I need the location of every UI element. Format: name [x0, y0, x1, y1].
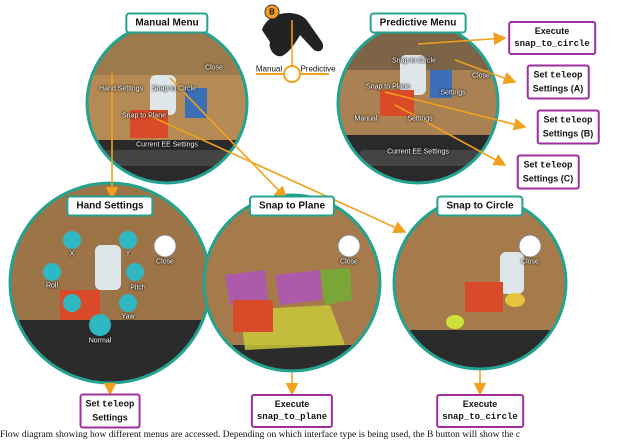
set-c-line1: Set teleop [523, 159, 574, 173]
snap-plane-scene [204, 195, 380, 371]
hand-item-pitch: Pitch [130, 284, 146, 292]
set-b-code: teleop [560, 115, 593, 126]
circle-close-label: Close [521, 258, 539, 266]
set-hand-prefix: Set [85, 398, 103, 409]
arrow-exec-circle-top [417, 32, 507, 46]
set-teleop-c-box: Set teleop Settings (C) [516, 154, 580, 190]
manual-menu-scene [87, 23, 247, 183]
set-c-line2: Settings (C) [522, 173, 574, 184]
hand-item-y: Y [125, 250, 131, 258]
snap-plane-title: Snap to Plane [248, 195, 336, 217]
set-hand-code: teleop [102, 399, 135, 410]
exec-circle-bottom-line2: snap_to_circle [442, 412, 518, 422]
snap-circle-scene [394, 197, 566, 369]
arrow-set-c [394, 104, 507, 166]
set-b-line2: Settings (B) [542, 128, 594, 139]
set-b-prefix: Set [543, 114, 561, 125]
set-a-prefix: Set [533, 69, 551, 80]
set-hand-line1: Set teleop [86, 398, 135, 412]
set-teleop-a-box: Set teleop Settings (A) [526, 64, 590, 100]
predictive-menu-title: Predictive Menu [369, 12, 467, 34]
hand-item-yaw: Yaw [121, 313, 135, 321]
exec-snap-plane-box: Execute snap_to_plane [250, 394, 334, 428]
arrow-set-b [384, 91, 527, 131]
exec-circle-bottom-line1: Execute [462, 399, 498, 409]
predictive-menu-scene [338, 23, 498, 183]
manual-item-snap-plane: Snap to Plane [122, 112, 166, 120]
set-b-line1: Set teleop [543, 114, 594, 128]
exec-plane-line2: snap_to_plane [256, 412, 328, 422]
predictive-footer: Current EE Settings [387, 148, 449, 156]
hand-settings-title: Hand Settings [66, 195, 154, 217]
manual-mode-label: Manual [255, 64, 283, 74]
predictive-item-snap-plane: Snap to Plane [366, 83, 410, 91]
snap-circle-title: Snap to Circle [436, 195, 524, 217]
predictive-close-label: Close [472, 72, 490, 80]
manual-close-label: Close [205, 64, 223, 72]
predictive-item-settings-b: Settings [407, 115, 433, 123]
figure-caption: Flow diagram showing how different menus… [0, 430, 521, 440]
exec-plane-line1: Execute [274, 399, 310, 409]
set-teleop-b-box: Set teleop Settings (B) [536, 109, 600, 145]
set-teleop-hand-box: Set teleop Settings [79, 393, 141, 429]
predictive-mode-label: Predictive [300, 64, 336, 74]
arrow-set-a [454, 59, 517, 85]
set-c-code: teleop [540, 160, 573, 171]
b-button-label: B [269, 7, 275, 17]
hand-item-normal: Normal [88, 337, 112, 345]
exec-circle-top-line1: Execute [534, 26, 570, 36]
set-a-code: teleop [550, 70, 583, 81]
arrow-snap-circle [149, 115, 407, 234]
snap-plane-circle [202, 193, 382, 373]
set-hand-line2: Settings [92, 412, 128, 423]
manual-item-hand-settings: Hand Settings [99, 85, 143, 93]
set-a-line2: Settings (A) [532, 83, 584, 94]
set-c-prefix: Set [523, 159, 541, 170]
exec-snap-circle-top-box: Execute snap_to_circle [508, 21, 596, 55]
hand-item-roll: Roll [45, 282, 59, 290]
set-a-line1: Set teleop [533, 69, 584, 83]
manual-footer: Current EE Settings [136, 141, 198, 149]
arrow-snap-plane [169, 77, 288, 200]
hand-close-label: Close [156, 258, 174, 266]
predictive-item-snap-circle: Snap to Circle [392, 57, 436, 65]
exec-snap-circle-bottom-box: Execute snap_to_circle [436, 394, 524, 428]
manual-menu-title: Manual Menu [125, 12, 209, 34]
mode-toggle-circle [283, 65, 301, 83]
predictive-item-settings-a: Settings [440, 89, 466, 97]
predictive-item-manual: Manual [354, 115, 378, 123]
hand-item-x: X [69, 250, 75, 258]
manual-item-snap-circle: Snap to Circle [152, 85, 196, 93]
plane-close-label: Close [340, 258, 358, 266]
exec-circle-top-line2: snap_to_circle [514, 39, 590, 49]
